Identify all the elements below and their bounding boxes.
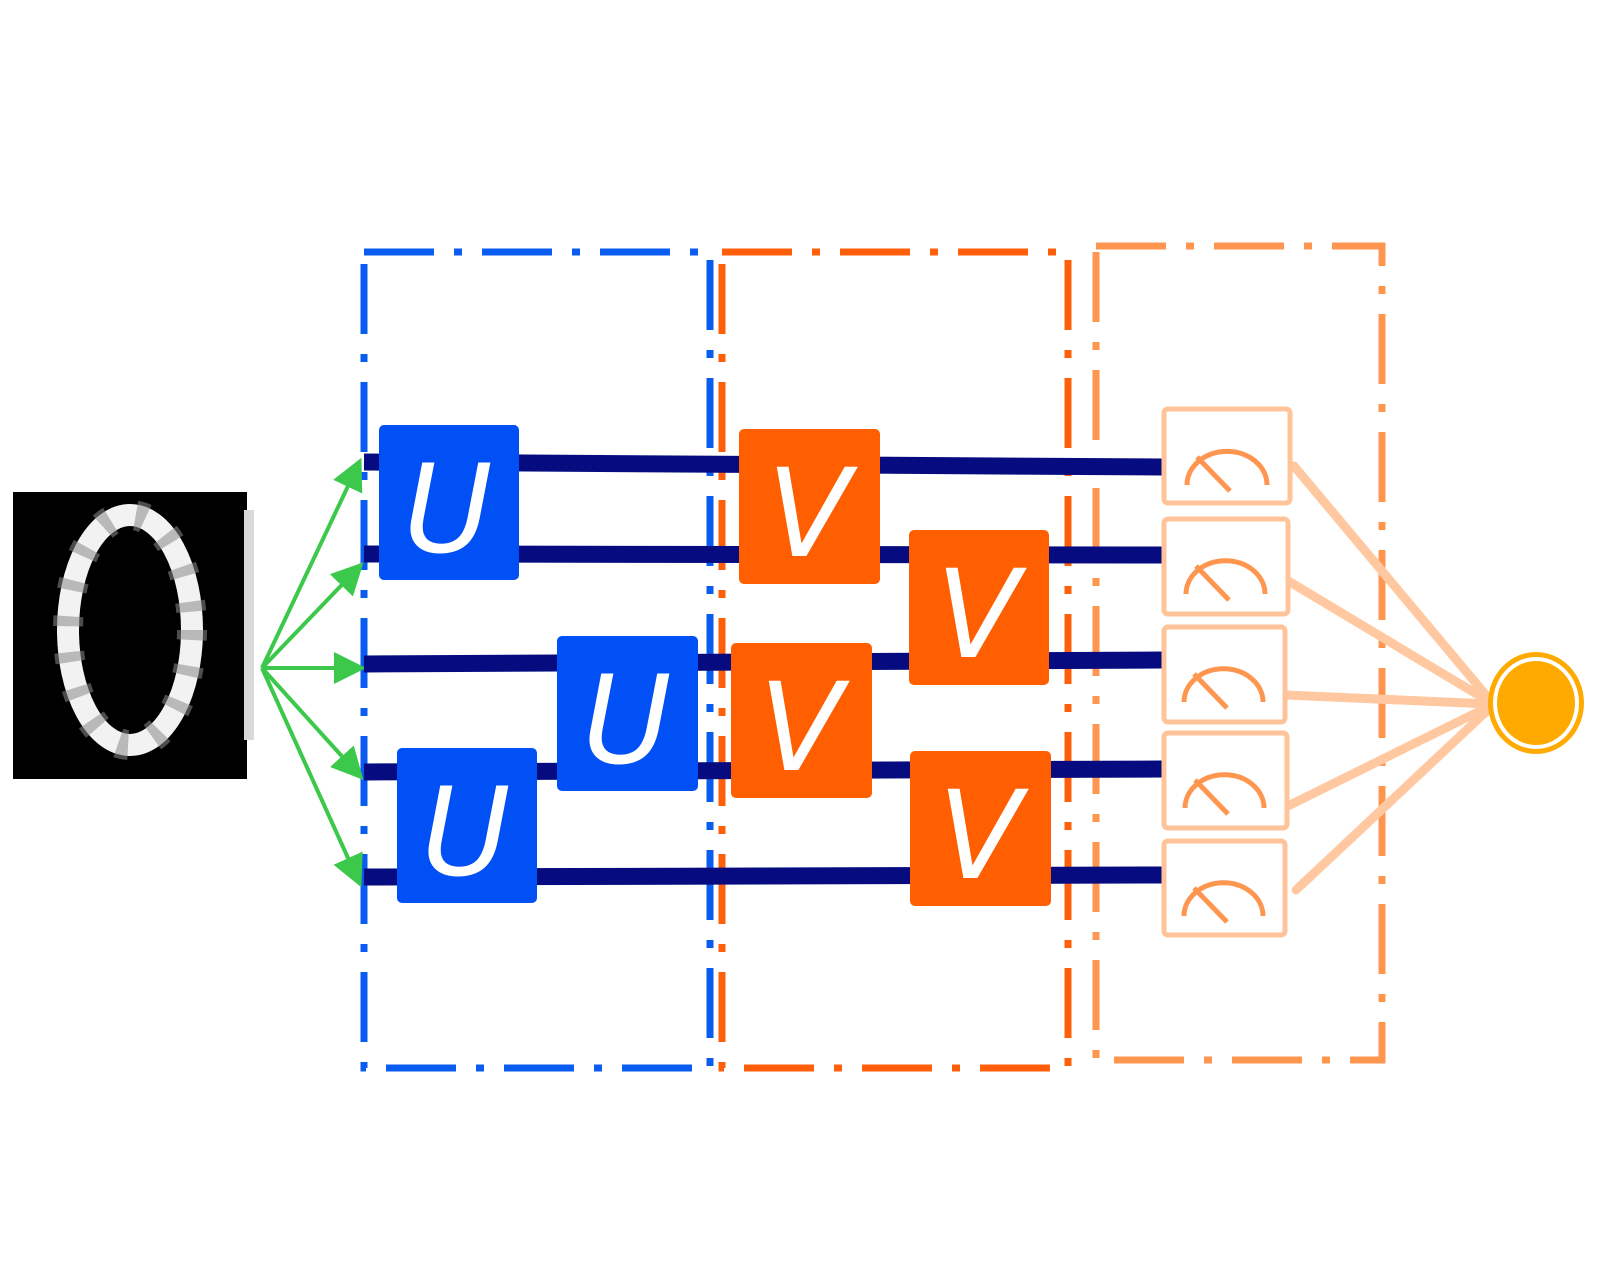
output-node-icon	[1488, 652, 1584, 754]
u-gate-label: U	[421, 762, 510, 904]
u-gate-label: U	[582, 650, 671, 792]
readout-lines	[1281, 461, 1495, 895]
readout-line	[1285, 701, 1495, 810]
measurement-meter	[1161, 624, 1288, 725]
measurement-meter	[1161, 516, 1291, 617]
encoding-arrow	[260, 457, 363, 669]
input-digit-image	[13, 492, 254, 779]
readout-line	[1289, 461, 1495, 705]
v-gate-label: V	[938, 765, 1029, 907]
u-gate-label: U	[403, 439, 492, 581]
measurement-meter	[1161, 730, 1290, 831]
encoding-arrow	[260, 562, 364, 670]
v-gate: V	[909, 530, 1049, 686]
u-gate: U	[397, 748, 537, 904]
readout-line	[1281, 690, 1495, 709]
v-gate: V	[739, 429, 880, 585]
measurement-meter	[1161, 838, 1288, 938]
v-gate: V	[910, 751, 1051, 907]
u-gate: U	[557, 636, 698, 792]
encoding-arrow	[260, 666, 364, 780]
v-gate-label: V	[936, 544, 1027, 686]
measurement-meter	[1161, 406, 1293, 506]
readout-line	[1291, 703, 1495, 895]
v-gate: V	[731, 643, 872, 799]
u-gate: U	[379, 425, 519, 581]
readout-line	[1285, 577, 1495, 707]
v-gate-label: V	[767, 443, 858, 585]
encoding-arrow	[260, 667, 363, 888]
encoding-arrows	[260, 457, 366, 888]
v-gate-label: V	[759, 657, 850, 799]
